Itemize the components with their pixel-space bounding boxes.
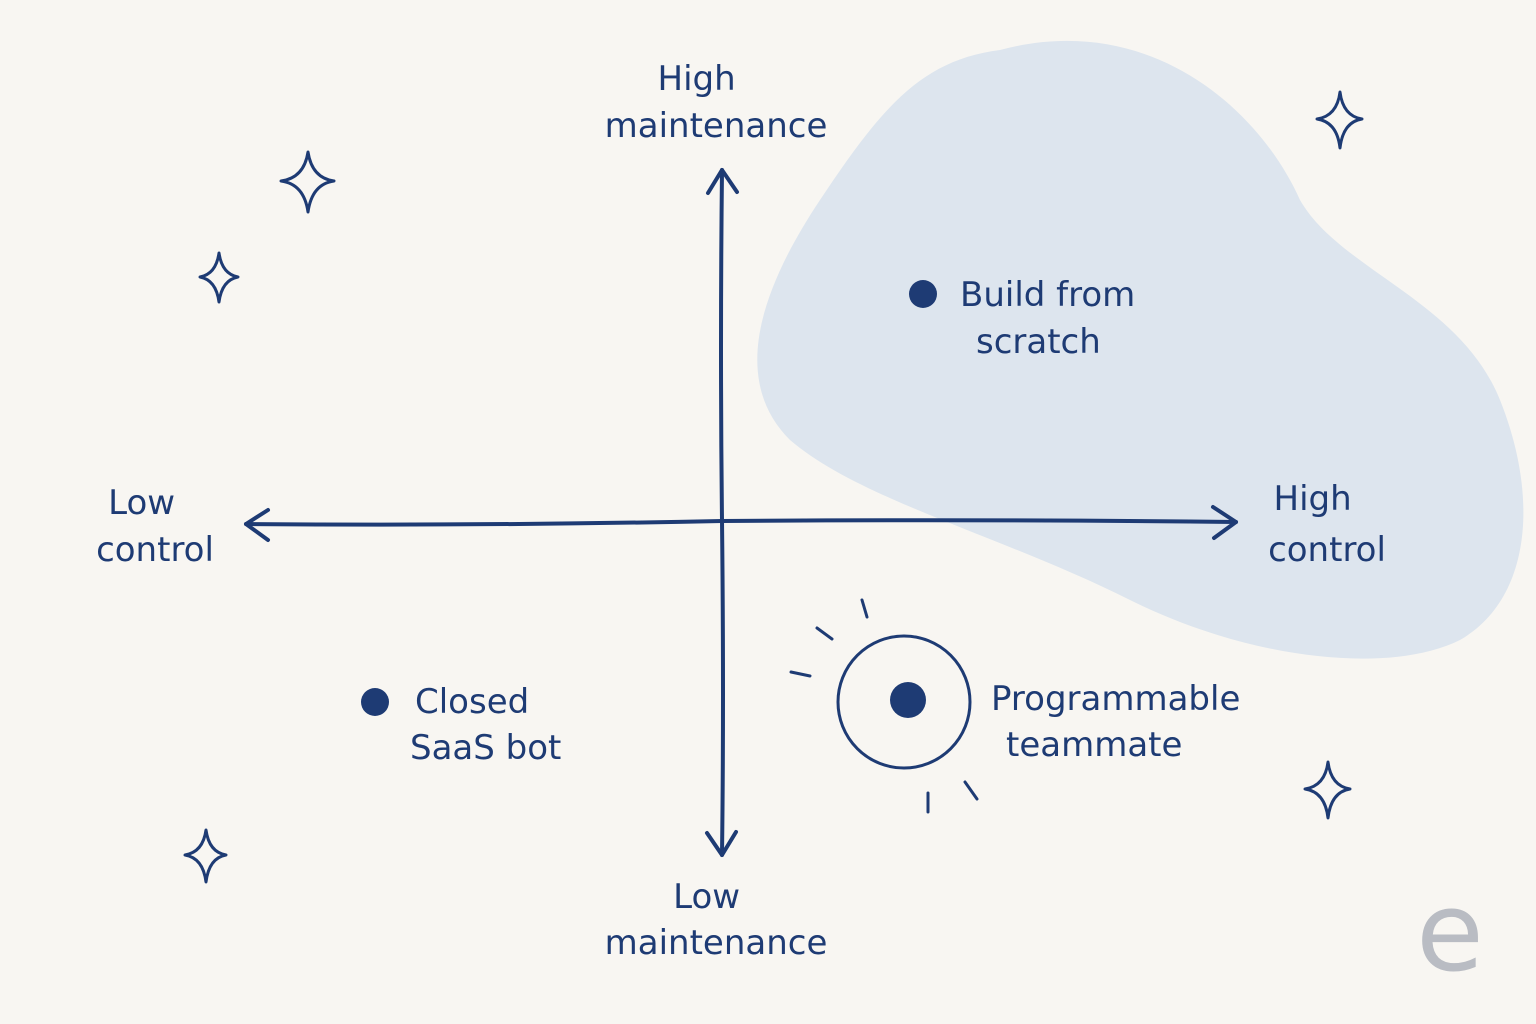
highlight-ring xyxy=(836,634,972,770)
sparkle-icon xyxy=(1303,760,1352,820)
point-label-build-from-scratch: Build from scratch xyxy=(960,275,1146,362)
point-label-programmable-teammate: Programmable teammate xyxy=(991,679,1251,765)
sparkle-icon xyxy=(279,150,336,214)
sparkle-icon xyxy=(198,251,240,304)
axis-label-bottom-line-2: maintenance xyxy=(605,923,828,963)
point-marker-build-from-scratch xyxy=(909,280,937,308)
axis-label-left: Low control xyxy=(96,483,214,570)
axis-label-left-line-1: Low xyxy=(108,483,175,523)
axis-label-left-line-2: control xyxy=(96,530,214,570)
axis-label-top: High maintenance xyxy=(605,59,828,146)
axis-label-bottom-line-1: Low xyxy=(673,877,740,917)
axis-label-bottom: Low maintenance xyxy=(605,877,828,963)
axis-label-right: High control xyxy=(1268,479,1386,570)
arrow-left-icon xyxy=(244,508,270,542)
point-marker-closed-saas-bot xyxy=(361,688,389,716)
brand-logo: e xyxy=(1416,868,1484,996)
arrow-up-icon xyxy=(706,168,739,195)
point-marker-programmable-teammate xyxy=(890,682,926,718)
sparkle-icon xyxy=(183,828,228,884)
point-label-closed-saas-bot: Closed SaaS bot xyxy=(410,682,561,768)
high-control-zone xyxy=(757,40,1524,659)
sparkle-icon xyxy=(1315,90,1364,150)
arrow-right-icon xyxy=(1211,505,1238,540)
axis-label-right-line-2: control xyxy=(1268,530,1386,570)
highlight-rays xyxy=(789,598,979,814)
axis-label-top-line-2: maintenance xyxy=(605,106,828,146)
arrow-down-icon xyxy=(705,830,738,857)
axis-label-right-line-1: High xyxy=(1274,479,1352,519)
vertical-axis xyxy=(719,168,725,857)
axis-label-top-line-1: High xyxy=(658,59,736,99)
